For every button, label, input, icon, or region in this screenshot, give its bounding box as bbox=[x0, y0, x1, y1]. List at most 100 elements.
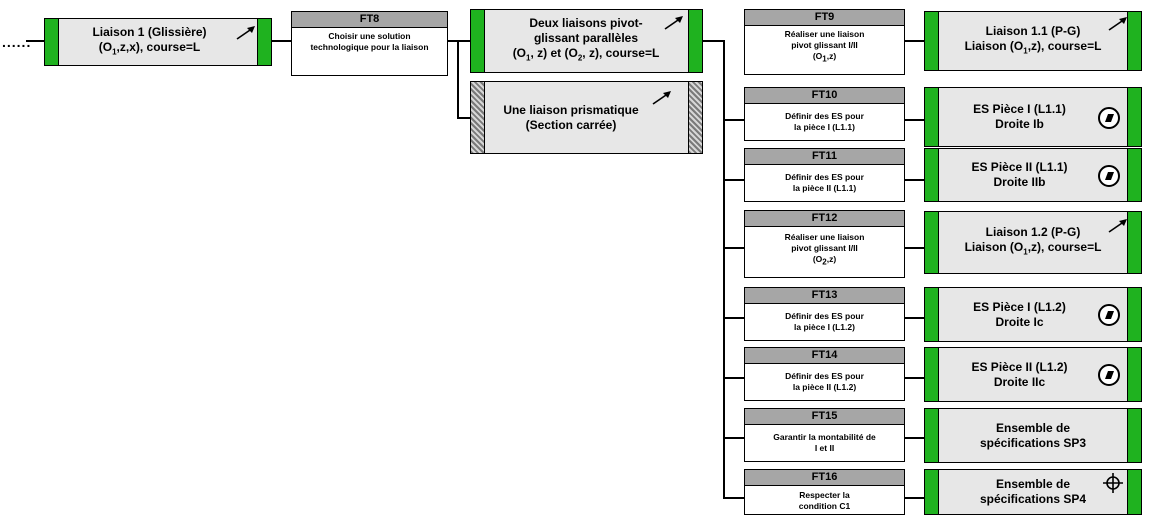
solution-prismatic[interactable]: Une liaison prismatique (Section carrée) bbox=[470, 81, 703, 154]
solution-text: Deux liaisons pivot- glissant parallèles… bbox=[484, 10, 688, 72]
result-text: ES Pièce I (L1.1)Droite Ib bbox=[973, 102, 1066, 131]
flatness-icon bbox=[1098, 364, 1120, 386]
solution-text: Une liaison prismatique (Section carrée) bbox=[484, 82, 688, 153]
connector bbox=[904, 119, 924, 121]
function-title: FT13 bbox=[745, 288, 904, 304]
green-bar bbox=[471, 10, 485, 72]
function-description: Choisir une solution technologique pour … bbox=[310, 31, 429, 52]
green-bar bbox=[1127, 212, 1141, 273]
result-liaison-1-1[interactable]: Liaison 1.1 (P-G) Liaison (O1,z), course… bbox=[924, 11, 1142, 71]
connector bbox=[457, 40, 459, 119]
function-title: FT8 bbox=[292, 12, 447, 28]
green-bar bbox=[925, 409, 939, 462]
result-es-piece-ii-l1-2[interactable]: ES Pièce II (L1.2)Droite IIc bbox=[924, 347, 1142, 402]
solution-line-3: (O1, z) et (O2, z), course=L bbox=[512, 46, 660, 63]
hatched-bar bbox=[688, 82, 702, 153]
position-target-icon bbox=[1103, 473, 1123, 493]
result-text: ES Pièce II (L1.2)Droite IIc bbox=[971, 359, 1068, 389]
connector bbox=[723, 317, 744, 319]
solution-line-2: glissant parallèles bbox=[533, 31, 639, 46]
root-line-2: (O1,z,x), course=L bbox=[98, 39, 201, 57]
arrow-up-right-icon bbox=[1108, 219, 1127, 233]
connector bbox=[457, 117, 470, 119]
connector bbox=[904, 437, 924, 439]
flatness-icon bbox=[1098, 304, 1120, 326]
function-title: FT9 bbox=[745, 10, 904, 26]
connector bbox=[904, 247, 924, 249]
green-bar bbox=[1127, 88, 1141, 146]
connector bbox=[904, 40, 924, 42]
hatched-bar bbox=[471, 82, 485, 153]
result-text: Liaison 1.2 (P-G) Liaison (O1,z), course… bbox=[964, 225, 1102, 257]
green-bar bbox=[1127, 288, 1141, 341]
function-title: FT11 bbox=[745, 149, 904, 165]
green-bar bbox=[1127, 409, 1141, 462]
solution-line-2: (Section carrée) bbox=[525, 117, 617, 132]
arrow-up-right-icon bbox=[664, 16, 683, 30]
green-bar bbox=[925, 12, 939, 70]
connector bbox=[904, 317, 924, 319]
result-text: ES Pièce I (L1.2)Droite Ic bbox=[973, 299, 1066, 329]
green-bar bbox=[688, 10, 702, 72]
connector bbox=[723, 179, 744, 181]
function-title: FT10 bbox=[745, 88, 904, 104]
green-bar bbox=[45, 19, 59, 65]
solution-two-pivot-sliding[interactable]: Deux liaisons pivot- glissant parallèles… bbox=[470, 9, 703, 73]
connector bbox=[723, 247, 744, 249]
green-bar bbox=[1127, 12, 1141, 70]
result-es-piece-i-l1-1[interactable]: ES Pièce I (L1.1)Droite Ib bbox=[924, 87, 1142, 147]
result-es-piece-ii-l1-1[interactable]: ES Pièce II (L1.1)Droite IIb bbox=[924, 148, 1142, 202]
connector bbox=[904, 497, 924, 499]
root-solution-text: Liaison 1 (Glissière) (O1,z,x), course=L bbox=[58, 19, 241, 65]
green-bar bbox=[925, 348, 939, 401]
connector bbox=[723, 497, 744, 499]
green-bar bbox=[1127, 348, 1141, 401]
connector bbox=[723, 119, 744, 121]
connector bbox=[723, 377, 744, 379]
solution-line-1: Une liaison prismatique bbox=[503, 102, 639, 117]
green-bar bbox=[257, 19, 271, 65]
function-ft8[interactable]: FT8 Choisir une solution technologique p… bbox=[291, 11, 448, 76]
flatness-icon bbox=[1098, 165, 1120, 187]
connector bbox=[702, 40, 725, 42]
green-bar bbox=[1127, 470, 1141, 514]
solution-line-1: Deux liaisons pivot- bbox=[529, 16, 643, 31]
connector bbox=[26, 40, 44, 42]
continuation-dots: ...... bbox=[2, 34, 32, 50]
root-line-1: Liaison 1 (Glissière) bbox=[92, 24, 207, 39]
green-bar bbox=[925, 288, 939, 341]
connector bbox=[723, 40, 725, 499]
green-bar bbox=[925, 212, 939, 273]
root-solution-box[interactable]: Liaison 1 (Glissière) (O1,z,x), course=L bbox=[44, 18, 272, 66]
result-liaison-1-2[interactable]: Liaison 1.2 (P-G) Liaison (O1,z), course… bbox=[924, 211, 1142, 274]
result-text: Liaison 1.1 (P-G) Liaison (O1,z), course… bbox=[964, 23, 1102, 56]
green-bar bbox=[925, 149, 939, 201]
connector bbox=[904, 377, 924, 379]
connector bbox=[904, 179, 924, 181]
flatness-icon bbox=[1098, 107, 1120, 129]
result-text: ES Pièce II (L1.1)Droite IIb bbox=[971, 160, 1068, 189]
green-bar bbox=[925, 88, 939, 146]
result-es-piece-i-l1-2[interactable]: ES Pièce I (L1.2)Droite Ic bbox=[924, 287, 1142, 342]
arrow-up-right-icon bbox=[1108, 17, 1127, 31]
function-title: FT16 bbox=[745, 470, 904, 486]
